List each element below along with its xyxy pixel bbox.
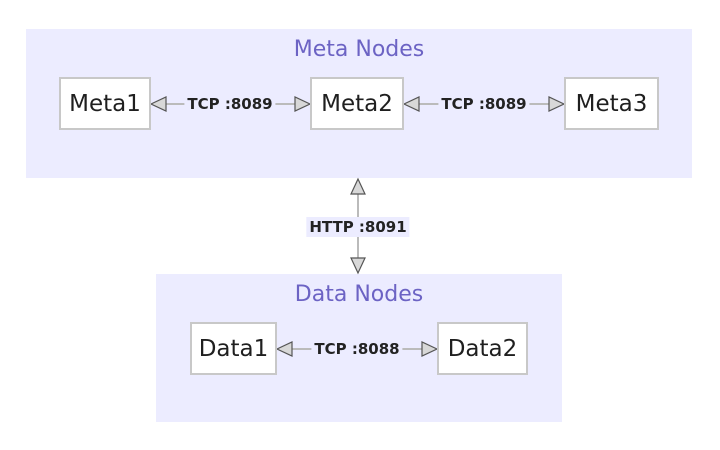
data-nodes-title: Data Nodes (294, 282, 424, 307)
arrowhead-meta2-left (402, 96, 420, 112)
arrowhead-data2-right (421, 341, 439, 357)
arrowhead-meta3-right (548, 96, 566, 112)
node-data2: Data2 (437, 322, 528, 375)
arrowhead-meta2-right (294, 96, 312, 112)
node-meta1: Meta1 (59, 77, 151, 130)
meta-nodes-title: Meta Nodes (293, 37, 425, 62)
edge-label-meta-data: HTTP :8091 (306, 217, 410, 237)
arrowhead-up (350, 177, 366, 195)
edge-label-meta2-meta3: TCP :8089 (438, 94, 530, 114)
arrowhead-data1-left (275, 341, 293, 357)
node-meta2: Meta2 (310, 77, 404, 130)
arrowhead-down (350, 257, 366, 275)
node-data1: Data1 (190, 322, 277, 375)
node-meta3: Meta3 (564, 77, 659, 130)
edge-label-meta1-meta2: TCP :8089 (184, 94, 276, 114)
arrowhead-meta1-left (149, 96, 167, 112)
edge-label-data1-data2: TCP :8088 (311, 339, 403, 359)
